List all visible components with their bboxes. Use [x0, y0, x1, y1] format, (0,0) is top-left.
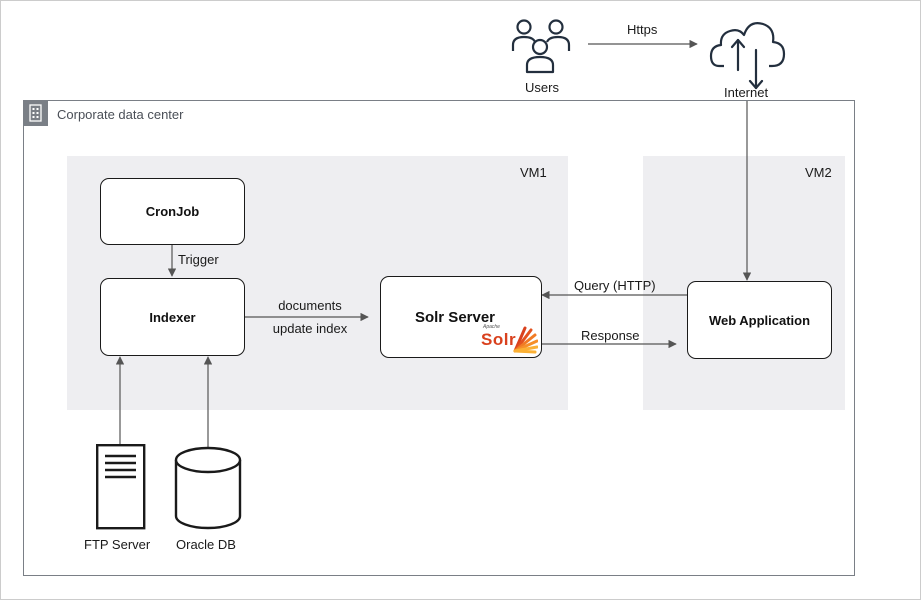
https-label: Https: [627, 22, 658, 37]
oracle-db-label: Oracle DB: [176, 537, 236, 552]
users-label: Users: [525, 80, 559, 95]
indexer-node[interactable]: Indexer: [100, 278, 245, 356]
solr-logo-apache-text: Apache: [483, 324, 500, 330]
query-label: Query (HTTP): [574, 278, 656, 293]
ftp-server-label: FTP Server: [84, 537, 151, 552]
users-icon: [511, 19, 571, 74]
solr-sunburst-icon: [513, 326, 538, 354]
solr-server-label: Solr Server: [414, 309, 496, 326]
server-icon: [96, 444, 146, 530]
solr-logo: Apache Solr: [481, 324, 539, 357]
documents-label: documents: [278, 298, 342, 313]
internet-label: Internet: [724, 85, 769, 100]
datacenter-group: [23, 100, 855, 576]
update-index-label: update index: [272, 321, 348, 336]
building-icon: [23, 100, 48, 126]
cronjob-node[interactable]: CronJob: [100, 178, 245, 245]
web-application-node[interactable]: Web Application: [687, 281, 832, 359]
indexer-label: Indexer: [149, 309, 196, 325]
vm1-label: VM1: [520, 165, 547, 180]
trigger-label: Trigger: [178, 252, 219, 267]
database-icon: [174, 446, 242, 530]
cloud-upload-icon: [709, 22, 786, 90]
vm2-label: VM2: [805, 165, 832, 180]
cronjob-label: CronJob: [145, 204, 200, 219]
solr-logo-text: Solr: [481, 330, 517, 349]
response-label: Response: [581, 328, 640, 343]
solr-server-node[interactable]: Solr Server Apache Solr: [380, 276, 542, 358]
web-application-label: Web Application: [708, 312, 811, 328]
datacenter-label: Corporate data center: [57, 107, 184, 122]
